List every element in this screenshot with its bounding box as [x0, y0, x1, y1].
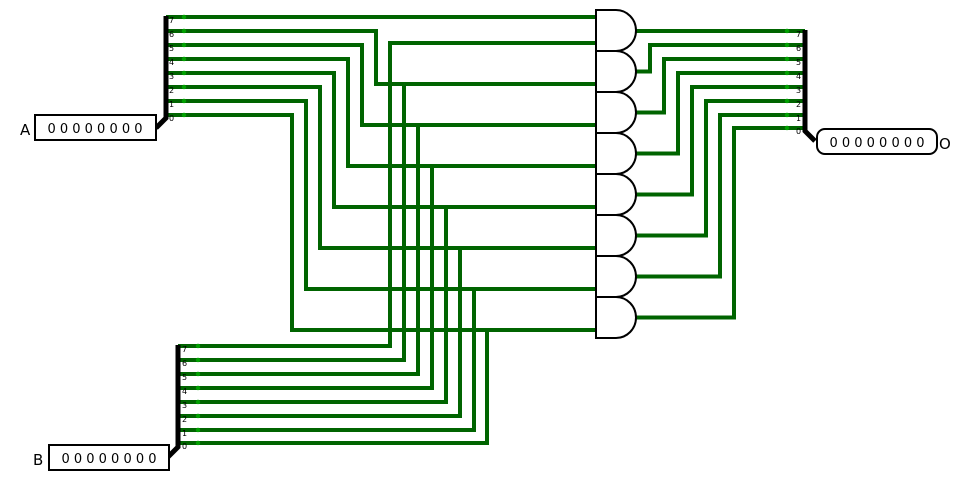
splitter-b-bit-label-7: 7: [182, 345, 187, 354]
splitter-a-bit-dot-7: [181, 14, 187, 20]
splitter-o-bit-label-5: 5: [796, 58, 801, 67]
wire-o-bit-1[interactable]: [636, 113, 805, 279]
input-pin-b[interactable]: 0 0 0 0 0 0 0 0 B: [33, 444, 170, 471]
splitter-o-bit-dot-7: [784, 28, 790, 34]
wire-o-bit-5[interactable]: [636, 57, 805, 115]
splitter-a-bit-dot-4: [181, 56, 187, 62]
splitter-o-bit-label-3: 3: [796, 86, 801, 95]
input-pin-a-value: 0 0 0 0 0 0 0 0: [47, 122, 142, 137]
input-pin-b-box[interactable]: [48, 444, 170, 471]
splitter-a-bit-dot-3: [181, 70, 187, 76]
splitter-a-bit-label-3: 3: [169, 72, 174, 81]
and-gate-bit-2[interactable]: [595, 214, 637, 257]
input-pin-b-value: 0 0 0 0 0 0 0 0: [61, 452, 156, 467]
splitter-a[interactable]: [154, 16, 169, 130]
wire-o-bit-0[interactable]: [636, 126, 805, 320]
wire-a-bit-3[interactable]: [166, 71, 596, 209]
splitter-b-bit-label-2: 2: [182, 415, 187, 424]
wire-o-bit-7[interactable]: [634, 29, 805, 33]
splitter-a-bit-label-5: 5: [169, 44, 174, 53]
splitter-b-bit-dot-6: [195, 357, 201, 363]
wires-layer: [166, 15, 805, 445]
wire-o-bit-4[interactable]: [636, 71, 805, 156]
splitter-b-bit-dot-2: [195, 413, 201, 419]
splitter-b-bit-label-1: 1: [182, 429, 187, 438]
input-pin-a-box[interactable]: [34, 114, 157, 141]
splitter-a-bit-label-2: 2: [169, 86, 174, 95]
splitter-a-bit-dot-0: [181, 112, 187, 118]
and-gate-bit-3[interactable]: [595, 173, 637, 216]
splitter-b-bit-dot-1: [195, 427, 201, 433]
wire-a-bit-4[interactable]: [166, 57, 596, 168]
splitter-a-bit-label-1: 1: [169, 100, 174, 109]
splitter-o-bit-dot-1: [784, 112, 790, 118]
wire-a-bit-1[interactable]: [166, 99, 596, 291]
splitter-b-bit-label-4: 4: [182, 387, 187, 396]
splitter-b-bit-label-5: 5: [182, 373, 187, 382]
output-pin-o: 0 0 0 0 0 0 0 0 O: [816, 128, 951, 155]
output-pin-o-value: 0 0 0 0 0 0 0 0: [829, 136, 924, 151]
output-pin-o-label: O: [939, 135, 951, 153]
wire-b-bit-7[interactable]: [178, 41, 596, 348]
splitter-o-bit-dot-0: [784, 125, 790, 131]
output-pin-o-box: [816, 128, 938, 155]
splitter-b-bit-label-0: 0: [182, 442, 187, 451]
splitter-o-bit-label-2: 2: [796, 100, 801, 109]
wire-b-bit-3[interactable]: [178, 205, 596, 404]
and-gate-bit-1[interactable]: [595, 255, 637, 298]
wire-o-bit-3[interactable]: [636, 85, 805, 197]
splitter-a-bit-label-7: 7: [169, 16, 174, 25]
splitter-o[interactable]: [802, 30, 817, 143]
splitter-b-bit-label-6: 6: [182, 359, 187, 368]
splitter-o-bit-label-0: 0: [796, 127, 801, 136]
splitter-o-bit-dot-5: [784, 56, 790, 62]
splitter-a-bit-label-0: 0: [169, 114, 174, 123]
splitter-a-bit-label-4: 4: [169, 58, 174, 67]
wire-a-bit-0[interactable]: [166, 113, 596, 332]
and-gate-bit-6[interactable]: [595, 50, 637, 93]
splitter-a-bit-dot-5: [181, 42, 187, 48]
splitter-b-bit-dot-7: [195, 343, 201, 349]
wire-o-bit-6[interactable]: [636, 43, 805, 74]
splitter-o-bit-dot-4: [784, 70, 790, 76]
and-gate-bit-5[interactable]: [595, 91, 637, 134]
splitter-b-bit-dot-5: [195, 371, 201, 377]
splitter-b-bit-dot-3: [195, 399, 201, 405]
input-pin-b-label: B: [33, 451, 43, 469]
splitter-b[interactable]: [166, 345, 181, 459]
splitter-b-bit-dot-0: [195, 440, 201, 446]
splitter-o-bit-dot-6: [784, 42, 790, 48]
splitter-b-bit-label-3: 3: [182, 401, 187, 410]
gates-layer: [595, 9, 637, 339]
splitter-a-bit-dot-1: [181, 98, 187, 104]
input-pin-a[interactable]: 0 0 0 0 0 0 0 0 A: [20, 114, 157, 141]
splitter-a-bit-dot-6: [181, 28, 187, 34]
wire-o-bit-2[interactable]: [636, 99, 805, 238]
wire-b-bit-1[interactable]: [178, 287, 596, 432]
splitter-b-bit-dot-4: [195, 385, 201, 391]
splitter-o-bit-dot-3: [784, 84, 790, 90]
and-gate-bit-0[interactable]: [595, 296, 637, 339]
splitter-o-bit-label-7: 7: [796, 30, 801, 39]
splitter-bit-labels: 7 6 5 4 3 2 1 0 7 6 5 4 3 2 1 0 7 6 5 4 3 2 1 0: [169, 14, 801, 451]
splitter-o-bit-label-6: 6: [796, 44, 801, 53]
splitter-a-bit-label-6: 6: [169, 30, 174, 39]
splitter-o-bit-dot-2: [784, 98, 790, 104]
wire-b-bit-6[interactable]: [178, 82, 596, 362]
and-gate-bit-4[interactable]: [595, 132, 637, 175]
splitter-o-bit-label-4: 4: [796, 72, 801, 81]
splitter-a-bit-dot-2: [181, 84, 187, 90]
wire-b-bit-4[interactable]: [178, 164, 596, 390]
splitter-o-bit-label-1: 1: [796, 114, 801, 123]
wire-b-bit-0[interactable]: [178, 328, 596, 445]
input-pin-a-label: A: [20, 121, 31, 139]
and-gate-bit-7[interactable]: [595, 9, 637, 52]
